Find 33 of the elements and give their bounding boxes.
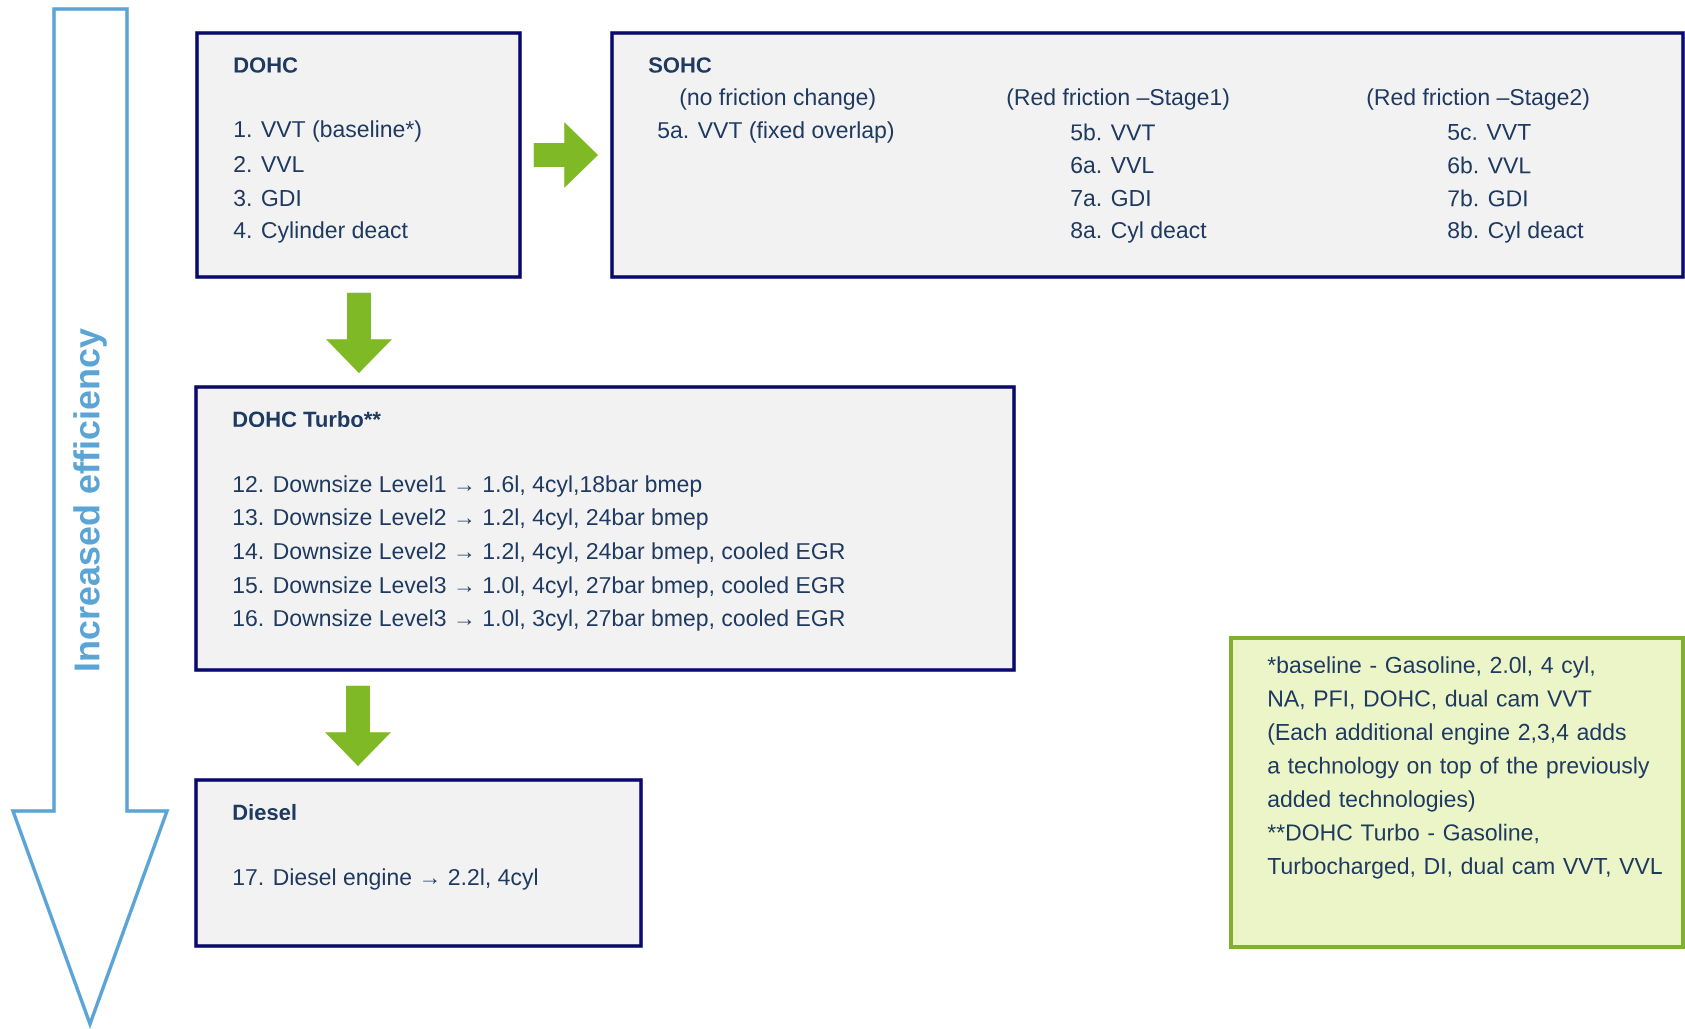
engine-box — [195, 31, 522, 279]
list-item: 12. Downsize Level1 → 1.6l, 4cyl,18bar bmep — [233, 475, 702, 497]
list-item: 2. VVL — [234, 156, 304, 173]
engine-box — [194, 385, 1016, 672]
list-item: 6a. VVL — [1071, 156, 1154, 174]
list-item: 7b. GDI — [1448, 189, 1527, 207]
list-item: 5c. VVT — [1448, 124, 1531, 140]
box-heading: DOHC Turbo** — [233, 410, 381, 428]
list-item: 16. Downsize Level3 → 1.0l, 3cyl, 27bar bmep, cooled EGR — [233, 609, 845, 631]
box-heading: DOHC — [234, 57, 298, 73]
box-heading: SOHC — [648, 57, 712, 73]
list-item: 4. Cylinder deact — [233, 221, 408, 243]
list-item: 6b. VVL — [1448, 156, 1531, 174]
note-box — [1229, 636, 1685, 949]
column-heading: (Red friction –Stage1) — [1007, 88, 1229, 110]
box-heading: Diesel — [233, 803, 296, 821]
list-item: 8a. Cyl deact — [1071, 221, 1207, 243]
list-item: 14. Downsize Level2 → 1.2l, 4cyl, 24bar bmep, cooled EGR — [233, 542, 845, 564]
list-item: 15. Downsize Level3 → 1.0l, 4cyl, 27bar bmep, cooled EGR — [233, 576, 845, 598]
list-item: 8b. Cyl deact — [1448, 221, 1584, 243]
list-item: 5b. VVT — [1071, 123, 1155, 141]
column-heading: (Red friction –Stage2) — [1367, 88, 1589, 110]
note-text: *baseline - Gasoline, 2.0l, 4 cyl, NA, PFI, DOHC, dual cam VVT (Each additional engine 2,3,4 adds a technology on top of the previously added technologies) **DOHC Turbo - Gasoline, Turbocharged, DI, dual cam VVT, VVL — [1267, 656, 1662, 879]
engine-box — [610, 31, 1685, 279]
axis-label: Increased efficiency — [73, 328, 107, 670]
list-item: 17. Diesel engine → 2.2l, 4cyl — [233, 868, 537, 890]
list-item: 13. Downsize Level2 → 1.2l, 4cyl, 24bar bmep — [233, 508, 708, 530]
column-heading: (no friction change) — [680, 88, 875, 110]
list-item: 1. VVT (baseline*) — [234, 120, 421, 142]
list-item: 7a. GDI — [1071, 189, 1150, 207]
engine-box — [194, 778, 643, 948]
list-item: 3. GDI — [234, 189, 300, 207]
list-item: 5a. VVT (fixed overlap) — [658, 121, 894, 143]
